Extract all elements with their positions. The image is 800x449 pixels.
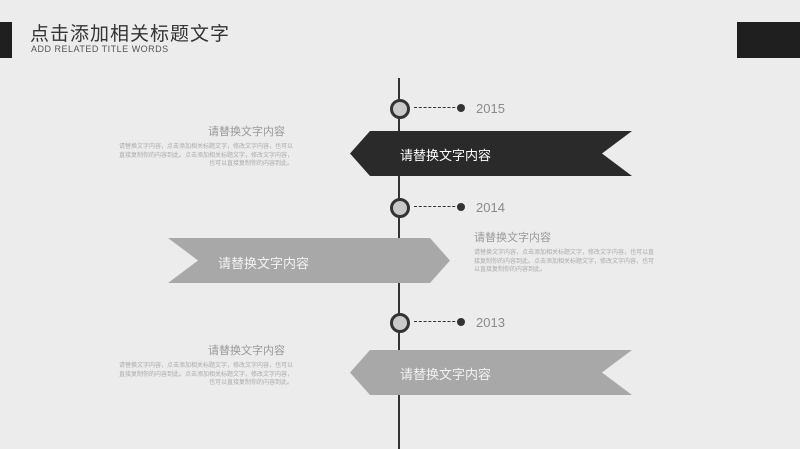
timeline-dot-2013	[457, 318, 465, 326]
timeline-dot-2015	[457, 104, 465, 112]
banner-ribbon-2015	[350, 131, 632, 176]
timeline-connector-2013	[414, 321, 460, 322]
year-label-2013: 2013	[476, 315, 505, 330]
right-accent-bar	[737, 22, 800, 58]
year-label-2015: 2015	[476, 101, 505, 116]
banner-label-2015: 请替换文字内容	[400, 149, 492, 164]
timeline-connector-2014	[414, 206, 460, 207]
entry-heading-2015: 请替换文字内容	[208, 125, 285, 138]
banner-ribbon-2013	[350, 350, 632, 395]
timeline-dot-2014	[457, 203, 465, 211]
entry-paragraph-2014: 请替换文字内容，点击添加相关标题文字，修改文字内容，也可以直接复制你的内容到此。…	[474, 249, 655, 273]
entry-paragraph-2015: 请替换文字内容，点击添加相关标题文字，修改文字内容，也可以直接复制你的内容到此。…	[118, 143, 293, 167]
page-subtitle: ADD RELATED TITLE WORDS	[31, 44, 169, 54]
year-label-2014: 2014	[476, 200, 505, 215]
timeline-node-2015	[390, 99, 410, 119]
banner-label-2013: 请替换文字内容	[400, 368, 492, 383]
page-title: 点击添加相关标题文字	[30, 23, 231, 45]
banner-ribbon-2014	[168, 238, 450, 283]
entry-heading-2014: 请替换文字内容	[474, 231, 551, 244]
entry-heading-2013: 请替换文字内容	[208, 344, 285, 357]
left-accent-bar	[0, 22, 12, 58]
timeline-node-2014	[390, 198, 410, 218]
banner-label-2014: 请替换文字内容	[218, 257, 310, 272]
timeline-node-2013	[390, 313, 410, 333]
entry-paragraph-2013: 请替换文字内容，点击添加相关标题文字，修改文字内容，也可以直接复制你的内容到此。…	[118, 362, 293, 386]
timeline-connector-2015	[414, 107, 460, 108]
